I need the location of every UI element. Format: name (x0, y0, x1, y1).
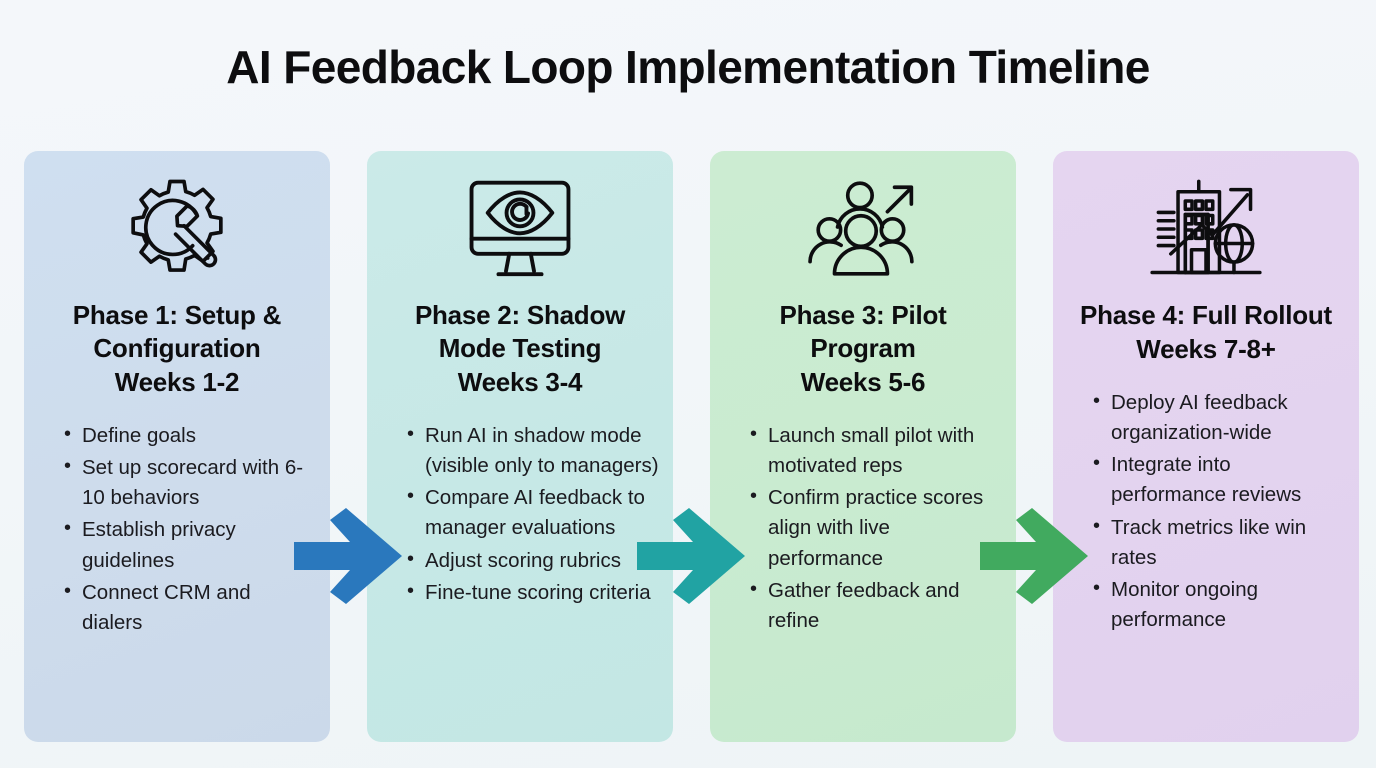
phase-bullet-list: Deploy AI feedback organization-wide Int… (1067, 387, 1345, 635)
list-item: Confirm practice scores align with live … (750, 482, 1002, 573)
arrow-phase3-to-phase4 (980, 508, 1090, 604)
list-item: Gather feedback and refine (750, 575, 1002, 636)
people-growth-icon (724, 173, 1002, 285)
phase-weeks: Weeks 1-2 (114, 367, 240, 398)
phase-panel-3: Phase 3: Pilot Program Weeks 5-6 Launch … (710, 151, 1016, 742)
phase-heading: Phase 2: Shadow Mode Testing (414, 300, 626, 364)
list-item: Track metrics like win rates (1093, 512, 1345, 573)
phase-bullet-list: Define goals Set up scorecard with 6-10 … (38, 420, 316, 638)
phase-weeks: Weeks 3-4 (457, 367, 583, 398)
list-item: Integrate into performance reviews (1093, 449, 1345, 510)
phase-heading: Phase 3: Pilot Program (779, 300, 947, 364)
phase-heading: Phase 1: Setup & Configuration (72, 300, 282, 364)
phase-bullet-list: Launch small pilot with motivated reps C… (724, 420, 1002, 636)
list-item: Monitor ongoing performance (1093, 574, 1345, 635)
buildings-globe-growth-icon (1067, 173, 1345, 285)
phase-panel-2: Phase 2: Shadow Mode Testing Weeks 3-4 R… (367, 151, 673, 742)
monitor-eye-icon (381, 173, 659, 285)
list-item: Define goals (64, 420, 316, 451)
gear-wrench-icon (38, 173, 316, 285)
phase-panel-4: Phase 4: Full Rollout Weeks 7-8+ Deploy … (1053, 151, 1359, 742)
list-item: Compare AI feedback to manager evaluatio… (407, 482, 659, 543)
list-item: Launch small pilot with motivated reps (750, 420, 1002, 481)
list-item: Establish privacy guidelines (64, 514, 316, 575)
page-title: AI Feedback Loop Implementation Timeline (226, 41, 1150, 93)
list-item: Adjust scoring rubrics (407, 545, 659, 576)
list-item: Run AI in shadow mode (visible only to m… (407, 420, 659, 481)
phase-weeks: Weeks 5-6 (800, 367, 926, 398)
list-item: Set up scorecard with 6-10 behaviors (64, 452, 316, 513)
phase-bullet-list: Run AI in shadow mode (visible only to m… (381, 420, 659, 608)
list-item: Deploy AI feedback organization-wide (1093, 387, 1345, 448)
list-item: Fine-tune scoring criteria (407, 577, 659, 608)
phase-panel-1: Phase 1: Setup & Configuration Weeks 1-2… (24, 151, 330, 742)
list-item: Connect CRM and dialers (64, 577, 316, 638)
arrow-phase1-to-phase2 (294, 508, 404, 604)
phase-weeks: Weeks 7-8+ (1136, 334, 1276, 365)
phase-heading: Phase 4: Full Rollout (1080, 300, 1332, 330)
arrow-phase2-to-phase3 (637, 508, 747, 604)
phase-panels: Phase 1: Setup & Configuration Weeks 1-2… (0, 151, 1376, 743)
